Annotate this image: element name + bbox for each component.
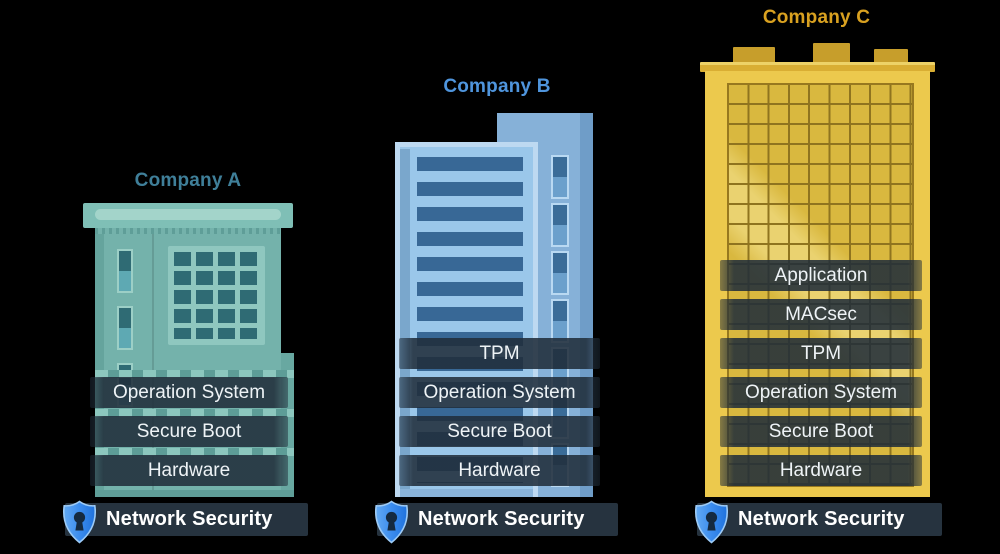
side-window xyxy=(551,299,569,343)
shield-lock-icon xyxy=(695,500,728,544)
facade-divider xyxy=(152,234,154,497)
building-base xyxy=(95,490,294,497)
network-security-label: Network Security xyxy=(738,508,905,530)
side-window xyxy=(117,249,133,293)
layer-label: Hardware xyxy=(147,460,231,481)
front-tower-left-shadow xyxy=(400,149,410,490)
layer-band-operation-system: Operation System xyxy=(399,377,600,408)
layer-band-operation-system: Operation System xyxy=(720,377,922,408)
layer-label: Hardware xyxy=(779,460,863,481)
company-a-roof-cornice xyxy=(83,203,293,228)
layer-band-tpm: TPM xyxy=(399,338,600,369)
layer-label: MACsec xyxy=(785,304,857,325)
layer-band-macsec: MACsec xyxy=(720,299,922,330)
layer-label: TPM xyxy=(800,343,842,364)
company-a-window-grid xyxy=(168,246,265,345)
side-window xyxy=(117,306,133,350)
company-b-title: Company B xyxy=(443,76,551,97)
network-security-bar: Network Security xyxy=(377,503,618,536)
floor-window-strip xyxy=(95,370,294,378)
layer-label: Secure Boot xyxy=(768,421,874,442)
side-window xyxy=(551,203,569,247)
layer-label: Operation System xyxy=(112,382,266,403)
layer-label: Secure Boot xyxy=(136,421,242,442)
layer-label: Application xyxy=(774,265,868,286)
layer-band-secure-boot: Secure Boot xyxy=(90,416,288,447)
facade-left-shadow xyxy=(95,228,104,497)
company-c-title: Company C xyxy=(762,7,871,28)
network-security-label: Network Security xyxy=(106,508,273,530)
roof-block xyxy=(813,43,850,63)
layer-band-application: Application xyxy=(720,260,922,291)
floor-window-strip xyxy=(95,409,294,417)
building-base xyxy=(400,489,533,497)
layer-band-hardware: Hardware xyxy=(399,455,600,486)
layer-label: TPM xyxy=(479,343,520,364)
company-a-title: Company A xyxy=(134,170,242,191)
side-window xyxy=(551,251,569,295)
cornice-highlight xyxy=(95,209,281,220)
floor-window-strip xyxy=(95,448,294,456)
shield-lock-icon xyxy=(63,500,96,544)
side-window xyxy=(551,155,569,199)
roof-block xyxy=(874,49,908,63)
layer-band-secure-boot: Secure Boot xyxy=(399,416,600,447)
layer-band-hardware: Hardware xyxy=(720,455,922,486)
layer-label: Hardware xyxy=(458,460,541,481)
shield-lock-icon xyxy=(375,500,408,544)
layer-band-hardware: Hardware xyxy=(90,455,288,486)
facade-trim xyxy=(95,228,281,234)
layer-band-operation-system: Operation System xyxy=(90,377,288,408)
roof-block xyxy=(733,47,775,63)
layer-label: Operation System xyxy=(423,382,576,403)
layer-label: Operation System xyxy=(744,382,898,403)
layer-label: Secure Boot xyxy=(447,421,552,442)
network-security-bar: Network Security xyxy=(65,503,308,536)
network-security-bar: Network Security xyxy=(697,503,942,536)
layer-band-tpm: TPM xyxy=(720,338,922,369)
layer-band-secure-boot: Secure Boot xyxy=(720,416,922,447)
roof-slab xyxy=(700,62,935,72)
network-security-label: Network Security xyxy=(418,508,585,530)
